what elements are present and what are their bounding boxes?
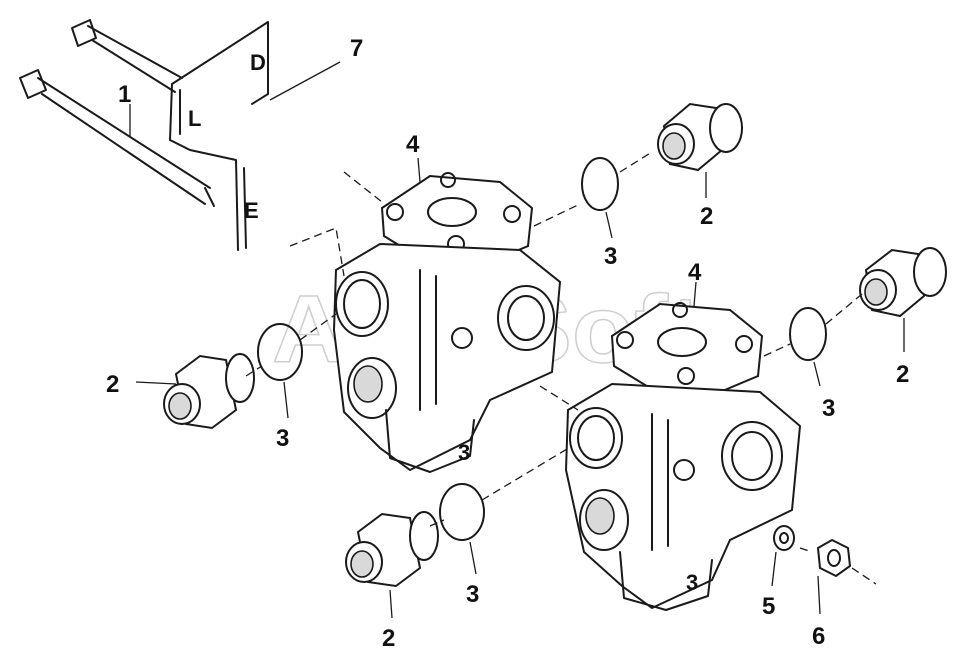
callout-union-right-upper: 2 xyxy=(700,203,713,230)
union-right-upper xyxy=(657,102,743,172)
washer xyxy=(773,525,795,551)
callout-union-right-lower: 2 xyxy=(896,361,909,388)
nut xyxy=(816,538,852,578)
callout-ring-left-upper: 3 xyxy=(276,425,289,452)
o-ring-right-upper xyxy=(581,157,619,211)
callout-bracket: 7 xyxy=(350,35,363,62)
callout-valve-upper: 4 xyxy=(406,131,420,158)
callout-union-left-lower: 2 xyxy=(382,625,395,652)
svg-text:D: D xyxy=(250,50,266,75)
callout-bolt: 1 xyxy=(118,81,131,108)
union-left-upper xyxy=(163,353,255,430)
relay-valve-upper: 3 xyxy=(332,172,562,473)
o-ring-left-upper xyxy=(257,323,303,381)
cast-mark-lower: 3 xyxy=(686,570,698,595)
callout-ring-right-lower: 3 xyxy=(822,395,835,422)
mounting-bracket: L D E xyxy=(169,21,269,251)
callout-valve-lower: 4 xyxy=(688,259,702,286)
callout-union-left-upper: 2 xyxy=(106,371,119,398)
o-ring-right-lower xyxy=(789,307,827,361)
callout-ring-left-lower: 3 xyxy=(466,581,479,608)
relay-valve-lower: 3 xyxy=(564,302,802,611)
bolt-upper xyxy=(71,19,183,93)
svg-text:L: L xyxy=(188,106,201,131)
bolt-lower xyxy=(19,69,215,207)
svg-text:E: E xyxy=(244,198,259,223)
callout-nut: 6 xyxy=(812,623,825,650)
o-ring-left-lower xyxy=(439,483,485,541)
union-left-lower xyxy=(345,511,439,588)
callout-ring-right-upper: 3 xyxy=(604,243,617,270)
callout-washer: 5 xyxy=(762,593,775,620)
cast-mark-upper: 3 xyxy=(458,440,470,465)
union-right-lower xyxy=(859,247,947,318)
